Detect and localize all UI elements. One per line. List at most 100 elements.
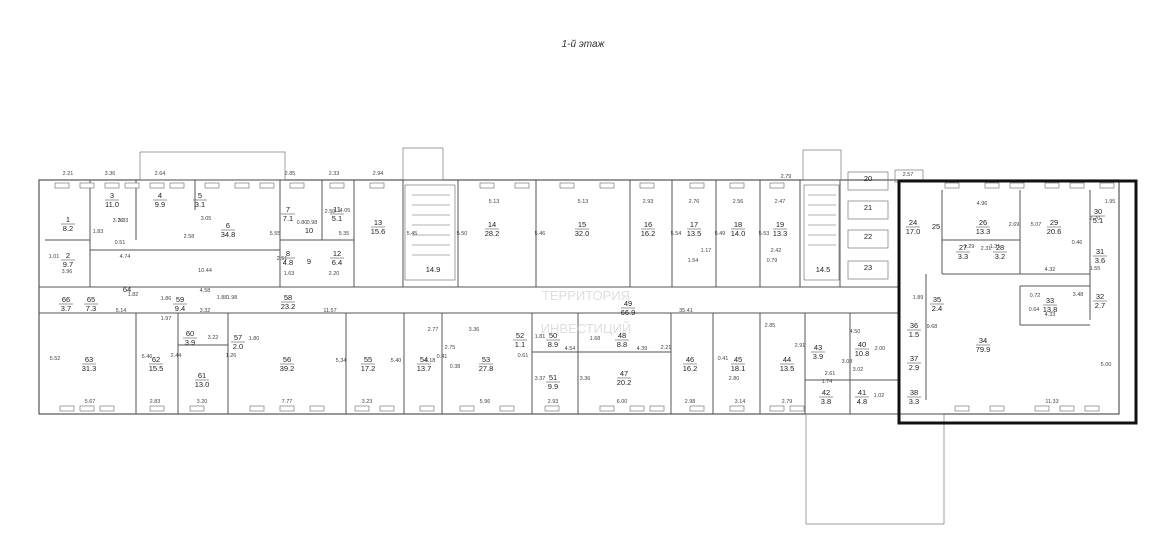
dimension-label: 1.81: [535, 334, 546, 340]
room-area: 14.0: [731, 229, 746, 238]
room-number: 57: [234, 333, 242, 342]
dimension-label: 2.83: [150, 399, 161, 405]
room-number: 33: [1046, 296, 1054, 305]
room-area: 8.2: [63, 224, 73, 233]
dimension-label: 3.22: [208, 335, 219, 341]
stairwell-left: [404, 184, 456, 281]
room-area: 2.9: [909, 363, 919, 372]
window: [149, 405, 165, 412]
dimension-label: 3.83: [118, 218, 129, 224]
dimension-label: 2.51: [277, 256, 288, 262]
dimension-label: 1.82: [128, 292, 139, 298]
dimension-label: 1.29: [964, 244, 975, 250]
room-area: 3.7: [61, 304, 71, 313]
dimension-label: 1.54: [688, 258, 699, 264]
room-number: 52: [516, 331, 524, 340]
room-area: 3.2: [995, 252, 1005, 261]
window: [599, 405, 615, 412]
room-area: 20.2: [617, 378, 632, 387]
dimension-label: 1.55: [1090, 266, 1101, 272]
dimension-label: 1.17: [701, 248, 712, 254]
dimension-label: 6.18: [425, 358, 436, 364]
room-area: 34.8: [221, 230, 236, 239]
room-area: 13.3: [976, 227, 991, 236]
dimension-label: 5.13: [489, 199, 500, 205]
floor-title: 1-й этаж: [562, 39, 606, 50]
dimension-label: 5.53: [759, 231, 770, 237]
room-number: 47: [620, 369, 628, 378]
dimension-label: 3.08: [842, 359, 853, 365]
dimension-label: 1.95: [1105, 199, 1116, 205]
dimension-label: 0.79: [767, 258, 778, 264]
room-number: 6: [226, 221, 230, 230]
room-number: 17: [690, 220, 698, 229]
dimension-label: 7.77: [282, 399, 293, 405]
window: [499, 405, 515, 412]
room-area: 27.8: [479, 364, 494, 373]
room-number: 7: [286, 205, 290, 214]
window: [189, 405, 205, 412]
dimension-label: 5.96: [480, 399, 491, 405]
dimension-label: 3.14: [735, 399, 746, 405]
room-area: 16.2: [683, 364, 698, 373]
window: [559, 182, 575, 189]
window: [599, 182, 615, 189]
window: [1084, 405, 1100, 412]
window: [279, 405, 295, 412]
room-area: 9.9: [155, 200, 165, 209]
room-area: 15.5: [149, 364, 164, 373]
dimension-label: 2.85: [765, 323, 776, 329]
dimension-label: 2.44: [171, 353, 182, 359]
dimension-label: 2.64: [155, 171, 166, 177]
window: [649, 405, 665, 412]
dimension-label: 4.58: [200, 288, 211, 294]
room-number: 30: [1094, 207, 1102, 216]
room-area: 13.0: [195, 380, 210, 389]
room-area: 2.4: [932, 304, 942, 313]
room-area: 18.1: [731, 364, 746, 373]
porch-top-left: [139, 151, 286, 181]
dimension-label: 3.23: [362, 399, 373, 405]
room-number: 58: [284, 293, 292, 302]
dimension-label: 4.54: [565, 346, 576, 352]
room-number: 43: [814, 343, 822, 352]
dimension-label: 1.86: [161, 296, 172, 302]
room-number: 28: [996, 243, 1004, 252]
room-number: 66: [62, 295, 70, 304]
dimension-label: 1.68: [590, 336, 601, 342]
room-number: 63: [85, 355, 93, 364]
dimension-label: 4.74: [120, 254, 131, 260]
room-area: 8.8: [617, 340, 627, 349]
room-number: 12: [333, 249, 341, 258]
window: [234, 182, 250, 189]
window: [954, 405, 970, 412]
watermark-line-2: ИНВЕСТИЦИЙ: [541, 321, 632, 336]
dimension-label: 1.63: [284, 271, 295, 277]
room-area: 7.3: [86, 304, 96, 313]
dimension-label: 2.57: [903, 172, 914, 178]
watermark-line-1: ТЕРРИТОРИЯ: [542, 288, 630, 303]
window: [79, 405, 95, 412]
room-number: 60: [186, 329, 194, 338]
dimension-label: 4.50: [850, 329, 861, 335]
room-area: 2.7: [1095, 301, 1105, 310]
dimension-label: 3.02: [853, 367, 864, 373]
dimension-label: 2.42: [771, 248, 782, 254]
dimension-label: 5.35: [339, 231, 350, 237]
window: [169, 182, 185, 189]
window: [689, 405, 705, 412]
dimension-label: 2.58: [184, 234, 195, 240]
window: [149, 182, 165, 189]
dimension-label: 3.48: [1073, 292, 1084, 298]
dimension-label: 2.50: [325, 209, 336, 215]
dimension-label: 2.47: [775, 199, 786, 205]
dimension-label: 2.85: [285, 171, 296, 177]
room-number: 14: [488, 220, 496, 229]
room-area: 4.8: [283, 258, 293, 267]
window: [729, 182, 745, 189]
dimension-label: 2.79: [782, 399, 793, 405]
room-area: 79.9: [976, 345, 991, 354]
dimension-label: 0.51: [115, 240, 126, 246]
dimension-label: 2.21: [63, 171, 74, 177]
